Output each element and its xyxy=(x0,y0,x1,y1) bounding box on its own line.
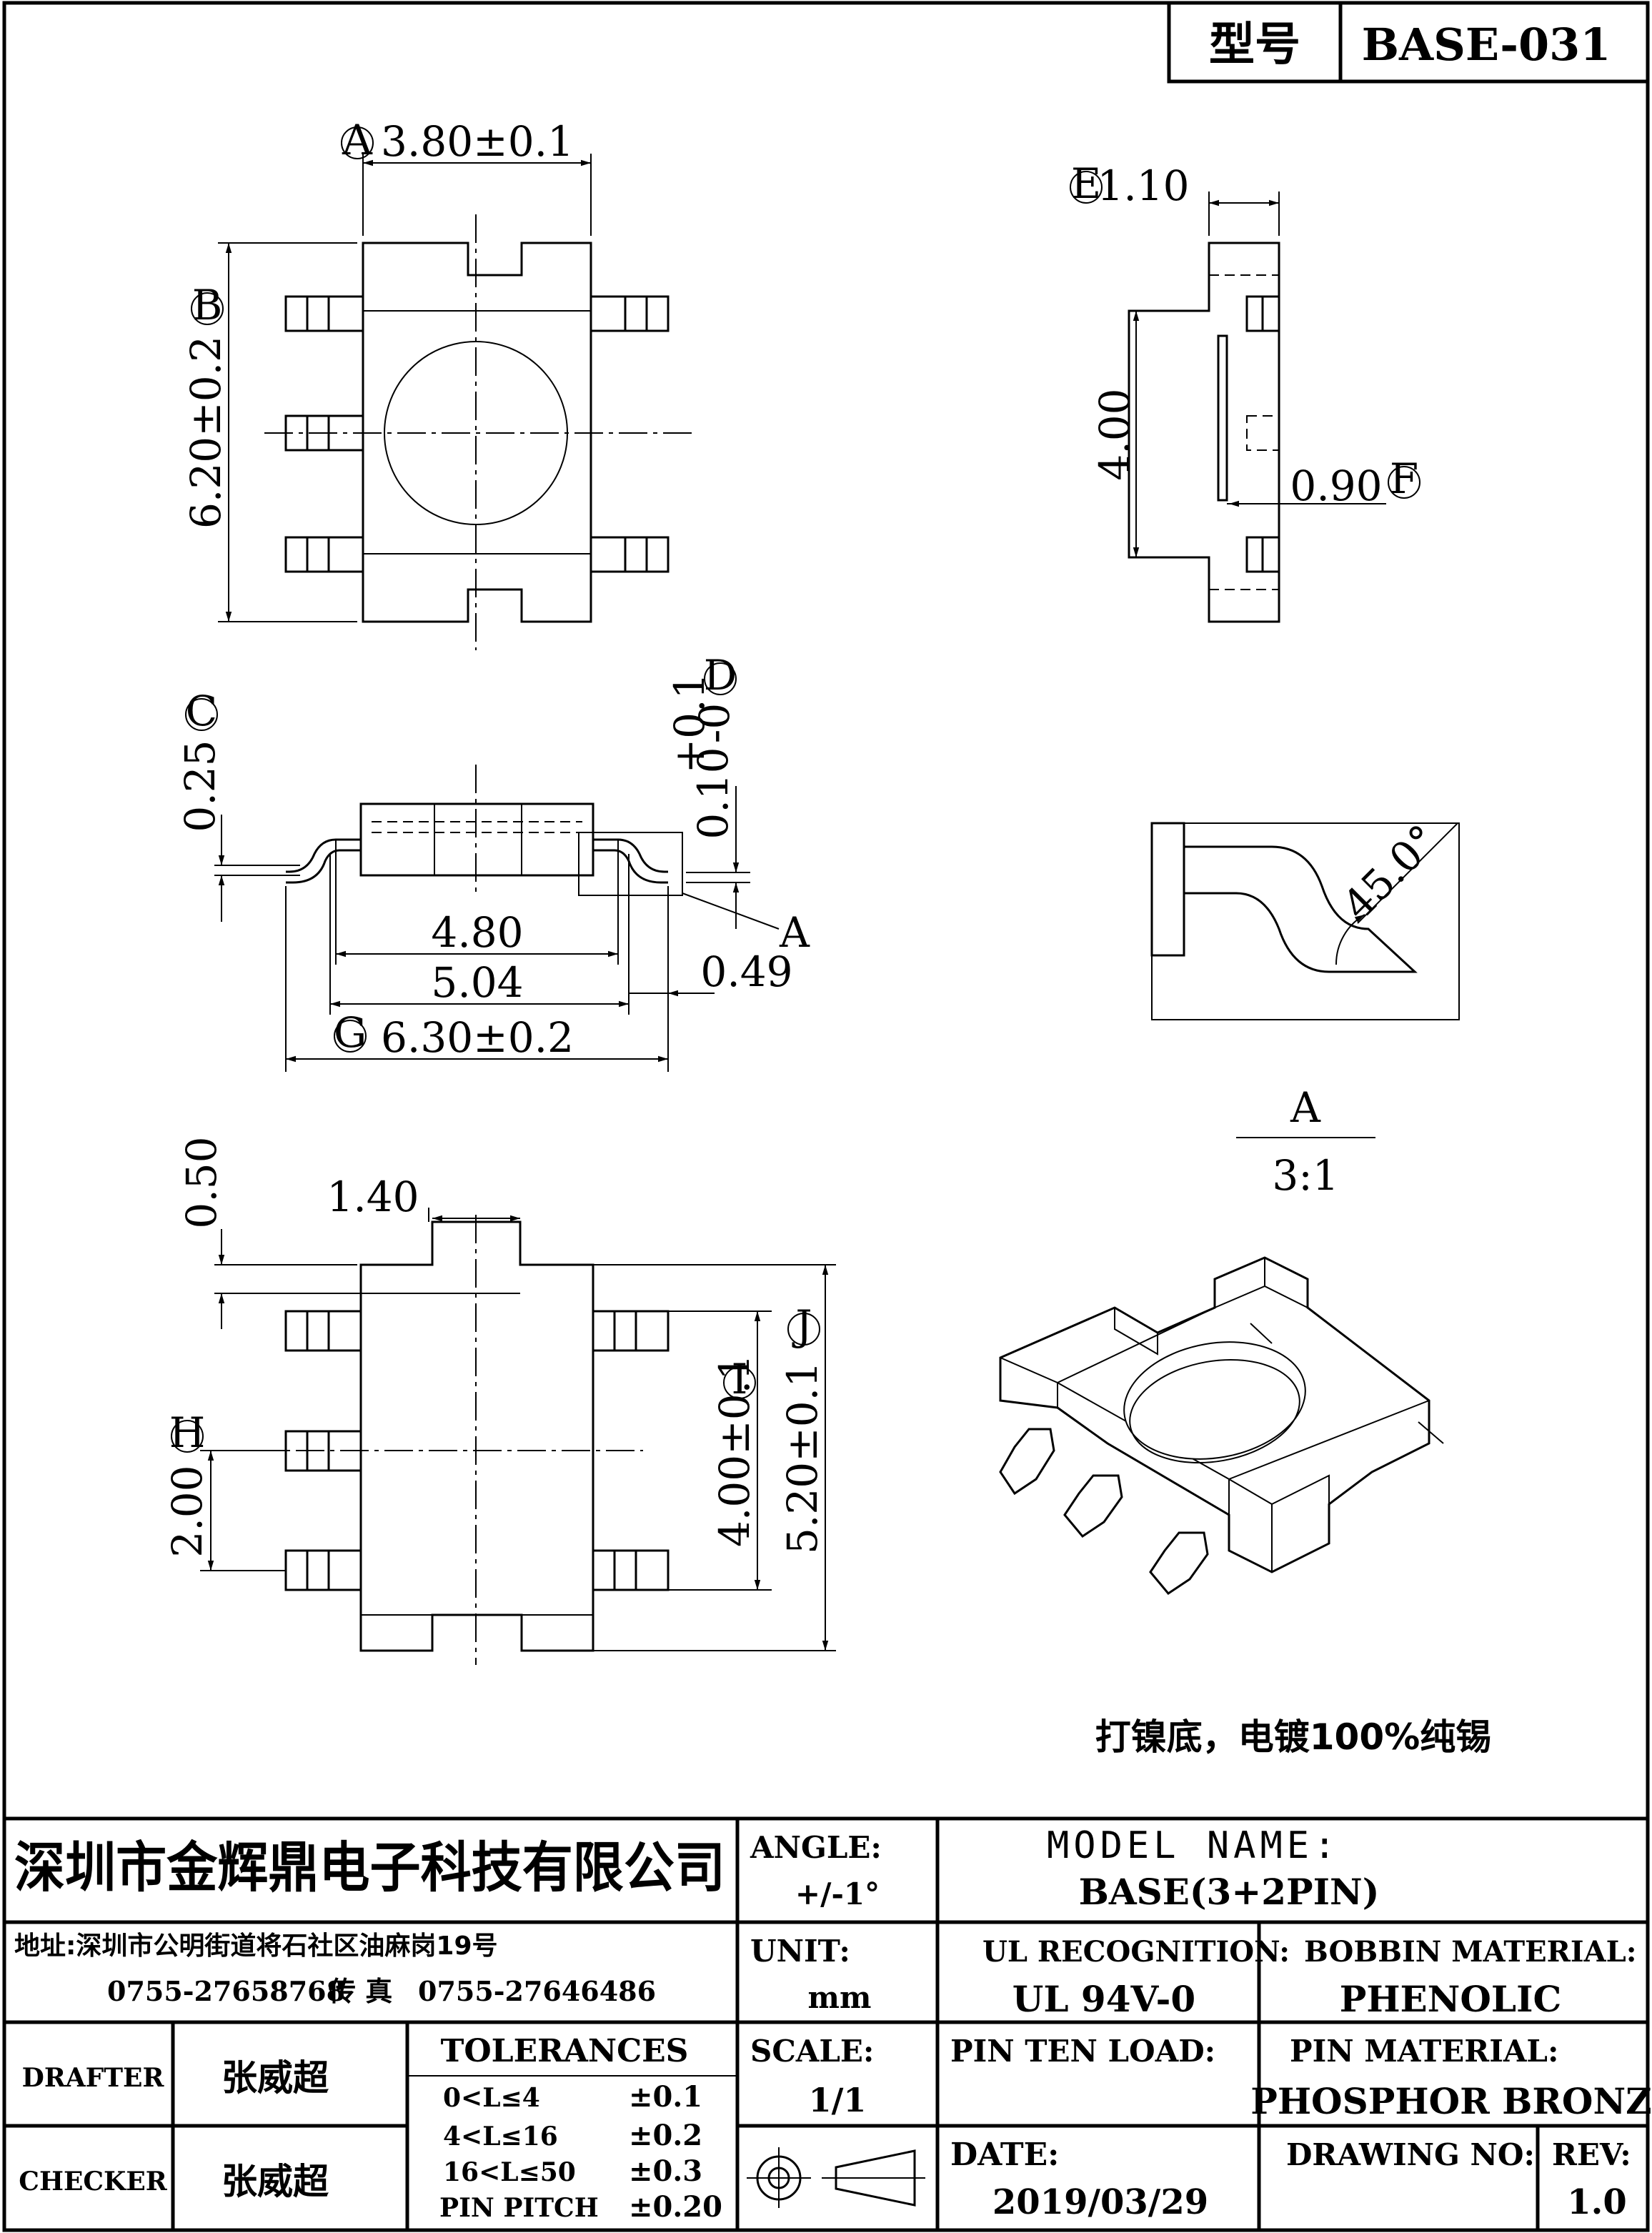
pin-material-value: PHOSPHOR BRONZE xyxy=(1250,2080,1652,2122)
dim-j-ref: J xyxy=(792,1301,812,1350)
unit-label: UNIT: xyxy=(750,1934,850,1969)
side-view: E 1.10 4.00 0.90 F xyxy=(1070,159,1420,623)
top-view: A 3.80±0.1 B 6.20±0.2 xyxy=(181,116,693,650)
dim-tab-width: 1.40 xyxy=(327,1173,419,1221)
dim-outer-height: 5.20±0.1 xyxy=(778,1361,827,1554)
model-name-value: BASE(3+2PIN) xyxy=(1079,1871,1380,1913)
ul-label: UL RECOGNITION: xyxy=(982,1935,1290,1969)
dim-height: 6.20±0.2 xyxy=(181,336,230,529)
tol-range-3: PIN PITCH xyxy=(439,2193,599,2223)
dim-standoff-tol-minus: -0 xyxy=(690,703,739,744)
bottom-view: 1.40 0.50 H 2.00 I 4.00±0.1 J 5.20±0.1 xyxy=(163,1136,836,1665)
dim-h-ref: H xyxy=(169,1408,206,1457)
dim-inner: 4.80 xyxy=(431,908,523,957)
dim-c-ref: C xyxy=(186,687,217,735)
dim-d-ref: D xyxy=(704,651,737,700)
company-phone: 0755-27658768 xyxy=(107,1975,345,2007)
model-value: BASE-031 xyxy=(1362,19,1611,71)
tolerances-label: TOLERANCES xyxy=(441,2033,689,2069)
dim-offset: 0.49 xyxy=(700,948,792,996)
title-block: 深圳市金辉鼎电子科技有限公司 地址:深圳市公明街道将石社区油麻岗19号 0755… xyxy=(4,1816,1652,2230)
dim-e-ref: E xyxy=(1071,159,1101,208)
scale-label: SCALE: xyxy=(750,2034,874,2069)
tol-value-2: ±0.3 xyxy=(629,2154,702,2188)
dim-tab-height: 0.50 xyxy=(177,1136,226,1228)
tol-value-3: ±0.20 xyxy=(629,2190,722,2224)
company-fax: 0755-27646486 xyxy=(418,1975,656,2007)
angle-value: +/-1° xyxy=(795,1876,880,1911)
rev-value: 1.0 xyxy=(1567,2182,1627,2222)
dim-height-ref: B xyxy=(192,281,223,329)
dim-e: 1.10 xyxy=(1097,161,1189,210)
dim-body: 4.00 xyxy=(1090,388,1139,480)
projection-symbol-icon xyxy=(747,2147,925,2208)
angle-label: ANGLE: xyxy=(750,1830,882,1865)
detail-a: 45.0° A 3:1 xyxy=(1150,815,1460,1200)
dim-standoff-tol-plus: +0.1 xyxy=(665,673,714,774)
plating-note: 打镍底，电镀100%纯锡 xyxy=(1095,1716,1491,1758)
dim-overall: 6.30±0.2 xyxy=(381,1013,574,1062)
front-view: C 0.25 D 0.10 +0.1 -0 A 4.80 5.04 0.49 G… xyxy=(176,651,810,1072)
fax-label: 传 真 xyxy=(328,1976,392,2007)
dim-i-ref: I xyxy=(732,1355,748,1403)
tol-value-0: ±0.1 xyxy=(629,2080,702,2114)
detail-scale: 3:1 xyxy=(1272,1151,1338,1200)
drafter-label: DRAFTER xyxy=(22,2063,165,2093)
company-address: 地址:深圳市公明街道将石社区油麻岗19号 xyxy=(14,1931,498,1961)
dim-pin: 0.90 xyxy=(1290,462,1382,510)
bobbin-label: BOBBIN MATERIAL: xyxy=(1304,1935,1636,1969)
checker-name: 张威超 xyxy=(222,2161,329,2202)
tol-value-1: ±0.2 xyxy=(629,2119,702,2152)
model-title-box: 型号 BASE-031 xyxy=(1167,1,1650,84)
dim-inner-height: 4.00±0.1 xyxy=(710,1354,759,1547)
isometric-view xyxy=(999,1256,1444,1595)
pin-material-label: PIN MATERIAL: xyxy=(1290,2034,1558,2069)
company-name: 深圳市金辉鼎电子科技有限公司 xyxy=(14,1836,725,1899)
dim-thickness: 0.25 xyxy=(176,740,224,832)
date-value: 2019/03/29 xyxy=(992,2182,1208,2222)
rev-label: REV: xyxy=(1552,2137,1631,2172)
checker-label: CHECKER xyxy=(19,2167,167,2197)
model-name-label: MODEL NAME: xyxy=(1047,1824,1340,1867)
drawing-no-label: DRAWING NO: xyxy=(1286,2137,1535,2172)
dim-width: 3.80±0.1 xyxy=(381,117,574,166)
scale-value: 1/1 xyxy=(809,2081,867,2119)
dim-width-ref: A xyxy=(342,116,373,164)
detail-callout: A xyxy=(779,908,810,957)
tol-range-1: 4<L≤16 xyxy=(443,2122,558,2152)
tol-range-0: 0<L≤4 xyxy=(443,2083,540,2113)
pin-ten-label: PIN TEN LOAD: xyxy=(950,2034,1215,2069)
dim-standoff: 0.10 xyxy=(689,747,737,839)
detail-angle: 45.0° xyxy=(1333,815,1448,930)
bobbin-value: PHENOLIC xyxy=(1340,1978,1562,2020)
ul-value: UL 94V-0 xyxy=(1012,1978,1195,2020)
tol-range-2: 16<L≤50 xyxy=(443,2157,576,2187)
drafter-name: 张威超 xyxy=(222,2057,329,2099)
dim-g-ref: G xyxy=(334,1008,367,1057)
dim-mid: 5.04 xyxy=(431,958,523,1007)
dim-pitch: 2.00 xyxy=(163,1465,212,1557)
model-label: 型号 xyxy=(1209,19,1300,71)
unit-value: mm xyxy=(808,1980,872,2015)
dim-f-ref: F xyxy=(1390,454,1418,503)
date-label: DATE: xyxy=(950,2137,1059,2173)
detail-name: A xyxy=(1290,1083,1321,1132)
